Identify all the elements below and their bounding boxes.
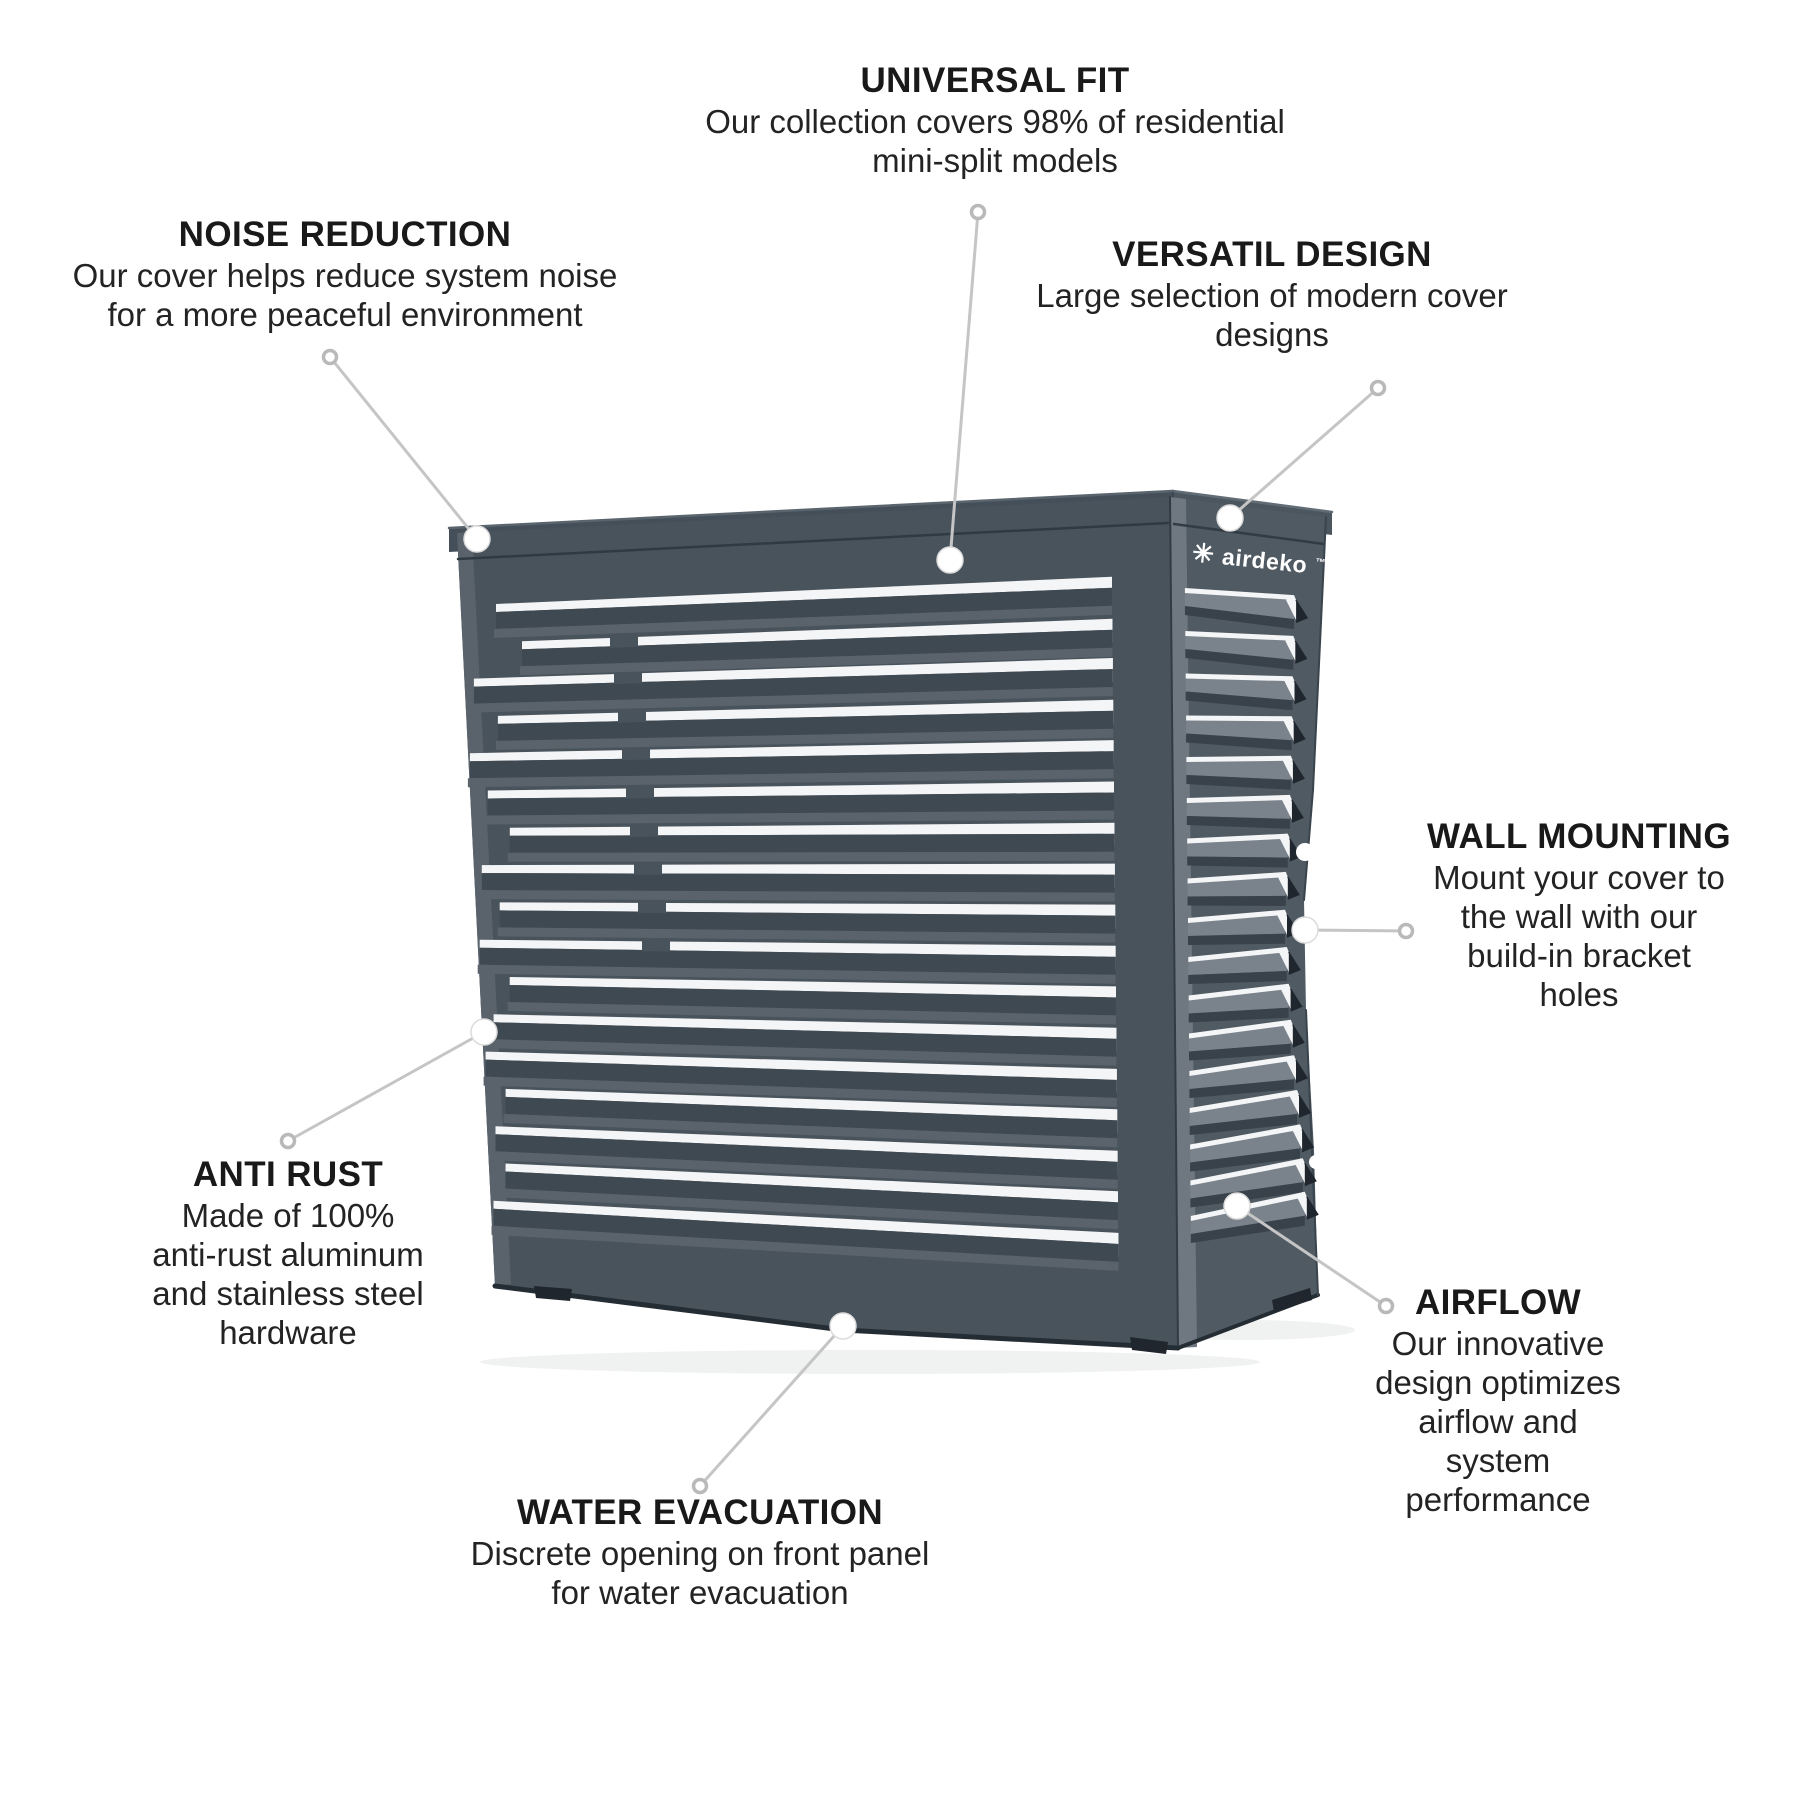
connector-label-dot-anti-rust xyxy=(279,1132,297,1150)
connector-label-dot-universal-fit xyxy=(969,203,987,221)
feature-title: VERSATIL DESIGN xyxy=(1112,235,1432,274)
feature-description-line: Discrete opening on front panel xyxy=(470,1535,930,1572)
feature-callout-noise-reduction: NOISE REDUCTION Our cover helps reduce s… xyxy=(73,214,618,334)
snowflake-icon: ✳ xyxy=(1191,537,1216,569)
feature-description-line: design optimizes xyxy=(1375,1364,1621,1401)
connector-line-wall-mounting xyxy=(1304,928,1407,933)
feature-description-line: holes xyxy=(1539,976,1619,1013)
feature-description-line: mini-split models xyxy=(872,142,1118,179)
connector-anchor-dot-water-evacuation xyxy=(829,1312,857,1340)
connector-line-versatil-design xyxy=(1229,386,1379,520)
feature-description-line: Large selection of modern cover xyxy=(1036,277,1508,314)
connector-label-dot-airflow xyxy=(1377,1297,1395,1315)
feature-callout-universal-fit: UNIVERSAL FIT Our collection covers 98% … xyxy=(705,60,1285,180)
feature-description-line: system xyxy=(1445,1442,1551,1479)
callout-connectors xyxy=(279,203,1415,1495)
feature-title: UNIVERSAL FIT xyxy=(860,61,1130,100)
feature-callout-versatil-design: VERSATIL DESIGN Large selection of moder… xyxy=(1036,234,1507,354)
connector-label-dot-wall-mounting xyxy=(1397,922,1415,940)
connector-anchor-dot-versatil-design xyxy=(1216,504,1244,532)
feature-description-line: Our cover helps reduce system noise xyxy=(72,257,618,294)
connector-label-dot-water-evacuation xyxy=(691,1477,709,1495)
front-louvers xyxy=(467,576,1119,1271)
feature-description-line: Our collection covers 98% of residential xyxy=(705,103,1285,140)
feature-title: ANTI RUST xyxy=(192,1155,384,1194)
side-louvers xyxy=(1184,588,1319,1243)
connector-anchor-dot-universal-fit xyxy=(936,546,964,574)
feature-title: WATER EVACUATION xyxy=(516,1493,884,1532)
feature-description: Our collection covers 98% of residential… xyxy=(705,102,1285,180)
feature-description-line: hardware xyxy=(219,1314,357,1351)
feature-description-line: performance xyxy=(1405,1481,1591,1518)
connector-label-dot-versatil-design xyxy=(1369,379,1387,397)
connector-line-airflow xyxy=(1236,1204,1387,1308)
connector-anchor-dot-noise-reduction xyxy=(463,525,491,553)
feature-description-line: Made of 100% xyxy=(181,1197,395,1234)
ac-cover-unit xyxy=(447,489,1334,1354)
feature-description-line: and stainless steel xyxy=(152,1275,424,1312)
connector-anchor-dot-anti-rust xyxy=(470,1018,498,1046)
connector-line-anti-rust xyxy=(287,1030,485,1143)
feature-description-line: Our innovative xyxy=(1391,1325,1605,1362)
feature-title: AIRFLOW xyxy=(1414,1283,1582,1322)
feature-description-line: for water evacuation xyxy=(551,1574,849,1611)
unit-feet xyxy=(534,1286,1312,1354)
feature-description-line: for a more peaceful environment xyxy=(107,296,583,333)
feature-description-line: the wall with our xyxy=(1460,898,1698,935)
feature-description-line: designs xyxy=(1215,316,1329,353)
bracket-notches xyxy=(1296,843,1323,1169)
feature-description-line: Mount your cover to xyxy=(1433,859,1725,896)
connector-label-dot-noise-reduction xyxy=(321,348,339,366)
feature-description-line: airflow and xyxy=(1418,1403,1578,1440)
feature-description-line: anti-rust aluminum xyxy=(152,1236,424,1273)
feature-title: WALL MOUNTING xyxy=(1427,817,1731,856)
feature-description-line: build-in bracket xyxy=(1467,937,1691,974)
connector-anchor-dot-wall-mounting xyxy=(1291,916,1319,944)
connector-line-noise-reduction xyxy=(328,356,479,540)
connector-line-water-evacuation xyxy=(698,1325,845,1487)
feature-callout-anti-rust: ANTI RUST Made of 100%anti-rust aluminum… xyxy=(152,1154,424,1352)
connector-line-universal-fit xyxy=(948,211,980,561)
connector-anchor-dot-airflow xyxy=(1223,1192,1251,1220)
trademark-symbol: ™ xyxy=(1315,557,1327,569)
feature-callout-water-evacuation: WATER EVACUATION Discrete opening on fro… xyxy=(471,1492,930,1612)
feature-title: NOISE REDUCTION xyxy=(178,215,512,254)
